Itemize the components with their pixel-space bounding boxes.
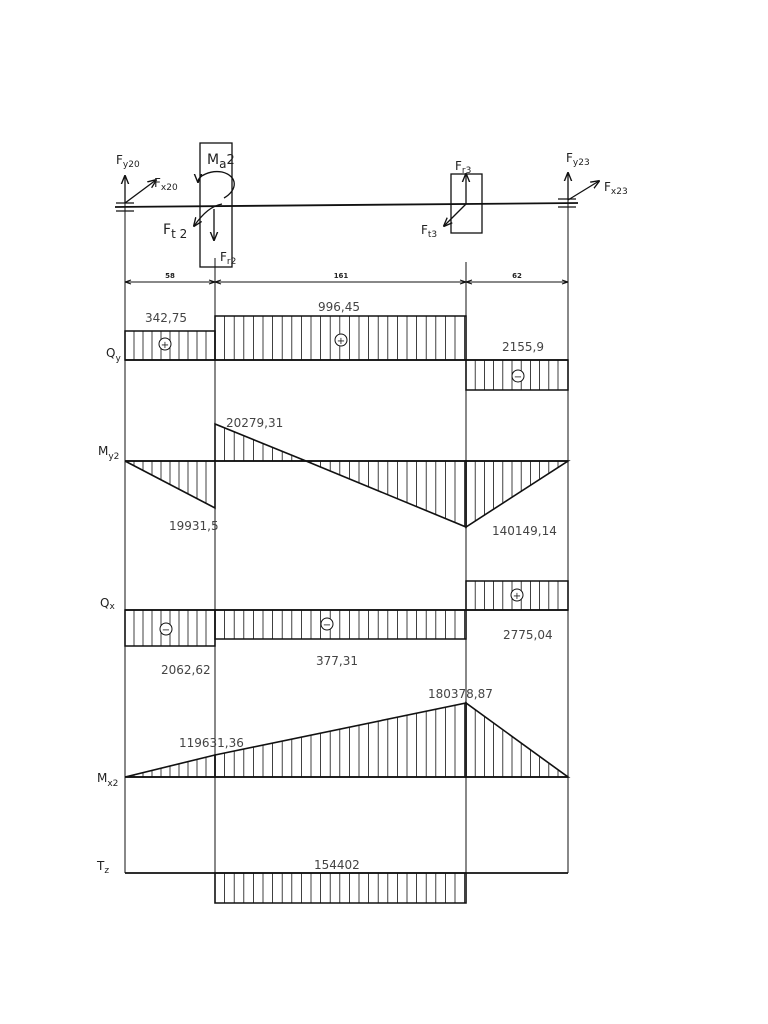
fy20-label: Fy20 (116, 153, 140, 170)
qx-region-2 (214, 609, 467, 640)
diagram-baselines (125, 359, 568, 874)
shaft-axis (114, 202, 579, 208)
mx2-value-1: 180378,87 (428, 687, 493, 701)
qy-sign-2: + (334, 333, 348, 347)
ft2-arrow (194, 203, 223, 226)
ft3-arrow (444, 203, 467, 226)
fr3-label: Fr3 (455, 159, 471, 176)
qx-region-1 (124, 609, 216, 647)
dimension-62: 62 (512, 272, 522, 280)
tz-row-label: Tz (96, 859, 109, 876)
load-labels: Fy20 Fx20 Ma2 Ft 2 Fr2 Fr3 Ft3 Fy23 Fx23 (116, 151, 628, 267)
qx-row-label: Qx (100, 596, 115, 612)
qx-value-1: 2062,62 (161, 663, 211, 677)
ft3-label: Ft3 (421, 223, 437, 240)
svg-text:+: + (161, 340, 169, 351)
svg-text:−: − (514, 372, 522, 383)
qx-region-3 (465, 580, 569, 611)
sign-markers: + + − − − + (158, 333, 525, 636)
qx-value-3: 2775,04 (503, 628, 553, 642)
svg-text:+: + (337, 336, 345, 347)
my2-value-3: 140149,14 (492, 524, 557, 538)
my2-region-2 (214, 422, 467, 529)
qx-sign-3: + (510, 588, 524, 602)
qy-region-2 (214, 315, 467, 361)
dimension-161: 161 (334, 272, 349, 280)
svg-text:−: − (162, 625, 170, 636)
tz-value-1: 154402 (314, 858, 360, 872)
right-bearing-symbol (558, 198, 576, 208)
fr2-label: Fr2 (220, 250, 236, 267)
svg-text:−: − (323, 620, 331, 631)
my2-row-label: My2 (98, 444, 119, 462)
ft2-label: Ft 2 (163, 222, 187, 241)
qx-sign-2: − (320, 617, 334, 631)
my2-value-1: 20279,31 (226, 416, 283, 430)
gear-2-body (199, 142, 233, 268)
svg-text:+: + (513, 591, 521, 602)
qx-value-2: 377,31 (316, 654, 358, 668)
qy-sign-1: + (158, 337, 172, 351)
my2-value-2: 19931,5 (169, 519, 219, 533)
fy23-label: Fy23 (566, 151, 590, 168)
mx2-region-3 (465, 701, 571, 778)
qy-value-2: 996,45 (318, 300, 360, 314)
qy-value-1: 342,75 (145, 311, 187, 325)
my2-region-1 (124, 460, 216, 510)
qy-row-label: Qy (106, 346, 121, 364)
ma2-label: Ma2 (207, 152, 235, 171)
ma2-arrow (198, 170, 235, 199)
mx2-region-1 (124, 753, 216, 778)
fx20-arrow (124, 180, 156, 204)
dimension-58: 58 (165, 272, 175, 280)
mx2-row-label: Mx2 (97, 771, 118, 789)
fx20-label: Fx20 (154, 176, 178, 193)
mx2-region-2 (214, 702, 467, 778)
mx2-value-2: 119631,36 (179, 736, 244, 750)
fx23-label: Fx23 (604, 180, 628, 197)
diagram-shapes (124, 315, 571, 904)
qy-sign-3: − (511, 369, 525, 383)
fx23-arrow (567, 181, 599, 201)
shaft-scheme (114, 142, 599, 268)
tz-region (214, 872, 467, 904)
dimension-line (124, 279, 569, 285)
qx-sign-1: − (159, 622, 173, 636)
qy-value-3: 2155,9 (502, 340, 544, 354)
my2-region-3 (465, 460, 571, 529)
